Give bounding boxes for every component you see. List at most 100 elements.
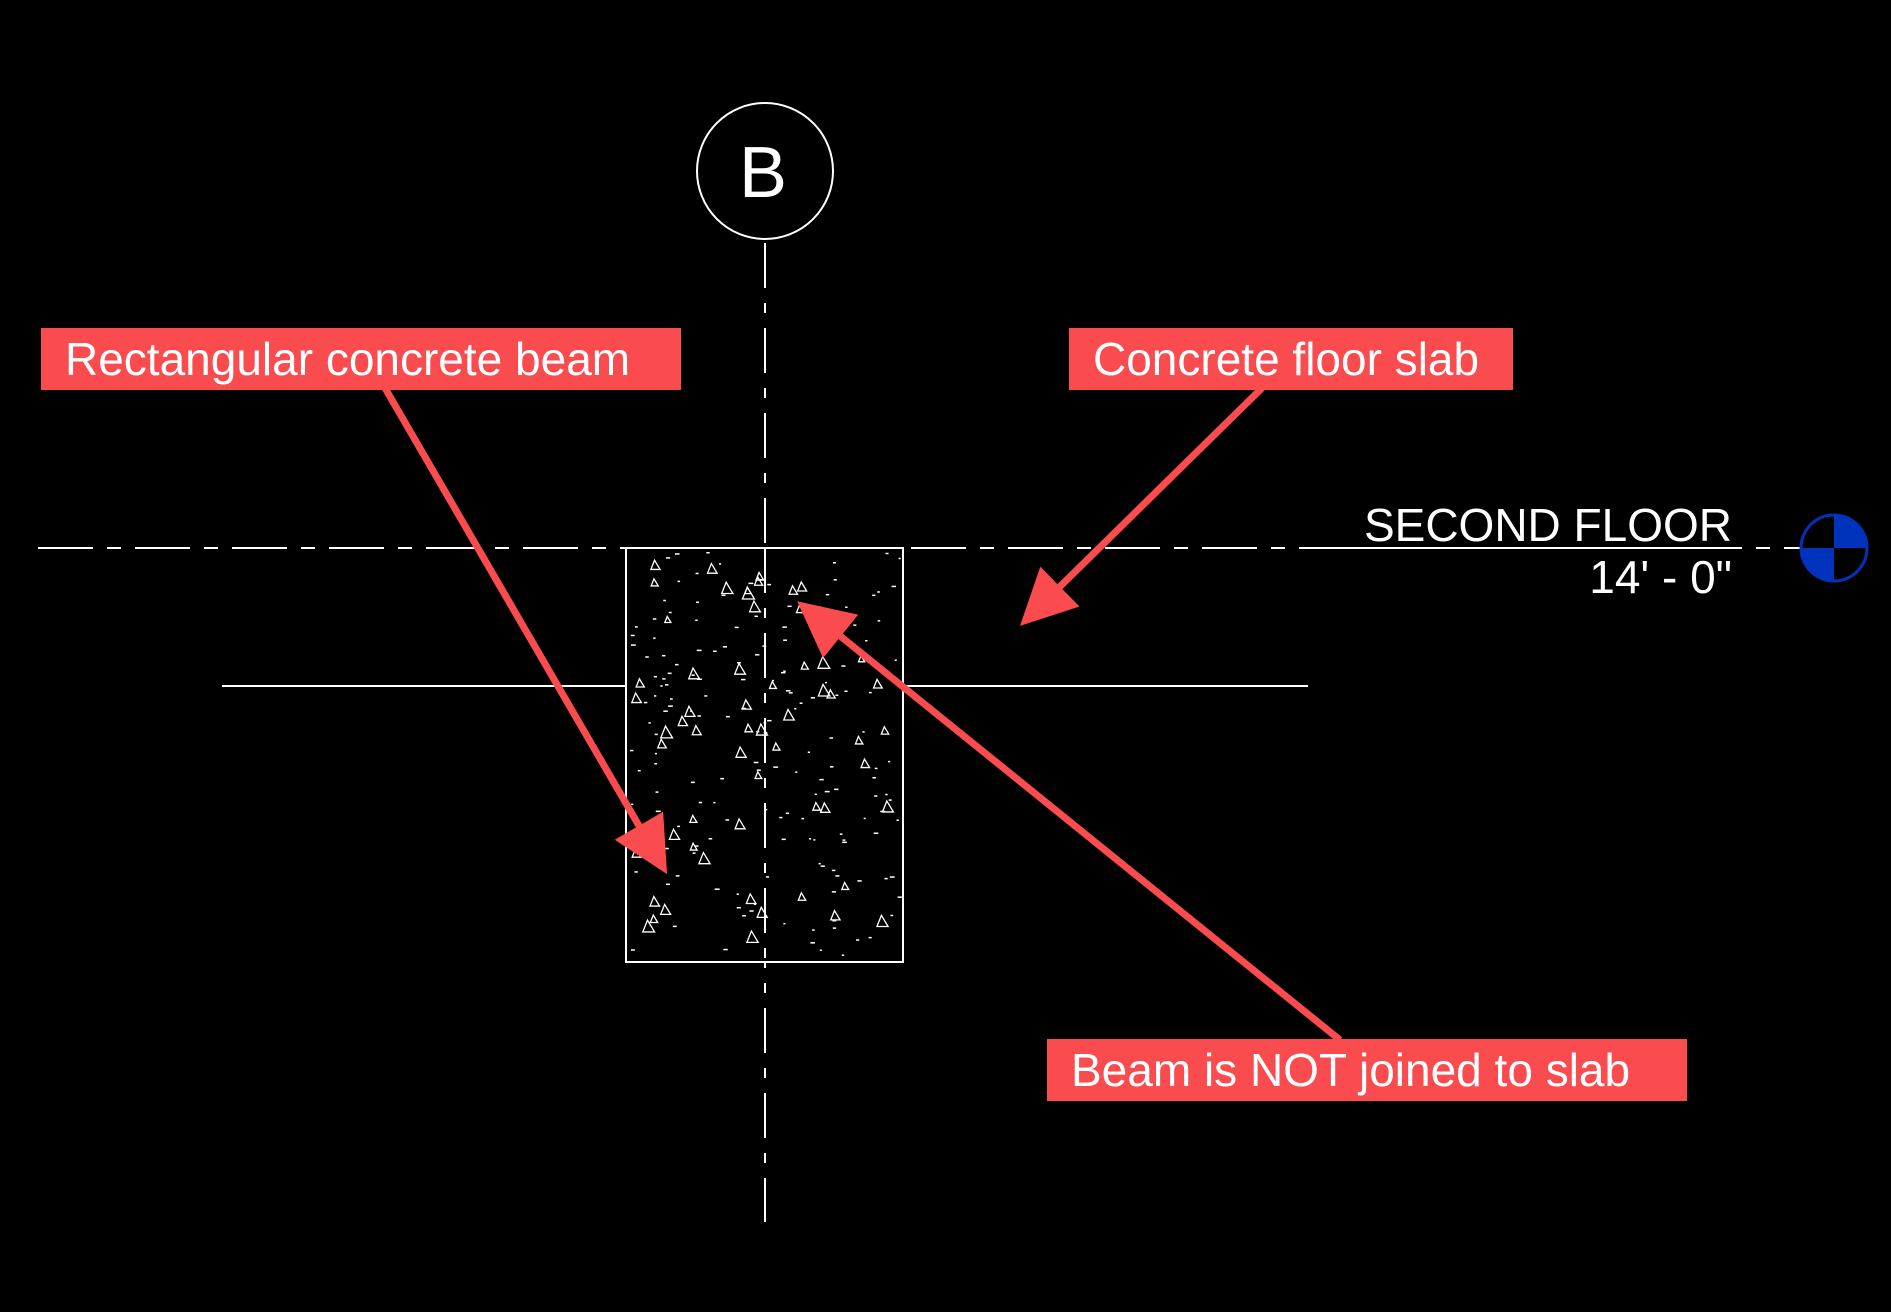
hatch-dot bbox=[749, 910, 754, 912]
hatch-dot bbox=[742, 915, 746, 917]
hatch-dot bbox=[695, 572, 699, 575]
hatch-dot bbox=[759, 578, 763, 581]
hatch-aggregate bbox=[745, 929, 760, 944]
hatch-dot bbox=[809, 838, 812, 840]
hatch-dot bbox=[706, 552, 710, 554]
hatch-aggregate bbox=[659, 724, 674, 739]
hatch-dot bbox=[690, 781, 695, 784]
hatch-dot bbox=[781, 838, 786, 841]
hatch-aggregate bbox=[656, 737, 668, 749]
hatch-dot bbox=[755, 654, 760, 656]
hatch-aggregate bbox=[630, 691, 643, 704]
hatch-aggregate bbox=[649, 558, 662, 571]
hatch-dot bbox=[835, 875, 840, 877]
hatch-dot bbox=[872, 776, 876, 779]
join-callout-arrow bbox=[797, 601, 1343, 1043]
level-elevation: 14' - 0" bbox=[1589, 551, 1732, 603]
hatch-aggregate bbox=[797, 891, 807, 901]
hatch-dot bbox=[824, 790, 830, 793]
hatch-dot bbox=[877, 591, 880, 593]
hatch-dot bbox=[695, 601, 699, 604]
hatch-dot bbox=[736, 893, 739, 895]
hatch-dot bbox=[663, 599, 666, 602]
hatch-dot bbox=[634, 871, 638, 873]
hatch-dot bbox=[865, 639, 868, 642]
hatch-dot bbox=[839, 833, 843, 835]
hatch-dot bbox=[818, 862, 821, 865]
hatch-dot bbox=[877, 620, 881, 622]
hatch-aggregate bbox=[872, 677, 884, 689]
level-head-icon bbox=[1799, 513, 1869, 583]
hatch-dot bbox=[692, 852, 696, 854]
hatch-dot bbox=[845, 606, 848, 608]
hatch-dot bbox=[737, 661, 741, 664]
hatch-dot bbox=[675, 875, 680, 877]
hatch-dot bbox=[862, 731, 865, 733]
hatch-dot bbox=[655, 791, 659, 793]
hatch-dot bbox=[721, 594, 726, 597]
hatch-dot bbox=[722, 646, 728, 648]
hatch-dot bbox=[810, 697, 815, 699]
hatch-dot bbox=[841, 954, 845, 956]
beam-callout-arrow bbox=[381, 386, 668, 875]
hatch-aggregate bbox=[854, 735, 865, 745]
hatch-dot bbox=[894, 659, 897, 661]
hatch-aggregate bbox=[649, 913, 659, 924]
hatch-dot bbox=[824, 681, 828, 684]
hatch-aggregate bbox=[743, 722, 754, 733]
hatch-aggregate bbox=[817, 682, 832, 697]
hatch-dot bbox=[832, 562, 836, 564]
hatch-aggregate bbox=[735, 745, 748, 758]
hatch-aggregate bbox=[733, 662, 747, 675]
hatch-aggregate bbox=[741, 698, 753, 710]
hatch-dot bbox=[767, 719, 772, 722]
hatch-dot bbox=[713, 650, 717, 653]
hatch-aggregate bbox=[880, 725, 890, 735]
hatch-dot bbox=[884, 877, 888, 880]
hatch-dot bbox=[873, 832, 879, 834]
hatch-dot bbox=[831, 891, 837, 893]
hatch-dot bbox=[880, 810, 886, 813]
hatch-dot bbox=[631, 949, 635, 951]
hatch-aggregate bbox=[840, 881, 850, 891]
hatch-dot bbox=[655, 810, 661, 813]
hatch-dot bbox=[834, 788, 839, 791]
hatch-dot bbox=[844, 690, 848, 693]
hatch-dot bbox=[801, 817, 804, 820]
hatch-dot bbox=[814, 793, 817, 796]
hatch-dot bbox=[634, 626, 638, 628]
hatch-dot bbox=[813, 839, 816, 841]
hatch-dot bbox=[825, 593, 830, 596]
hatch-dot bbox=[725, 715, 730, 718]
hatch-dot bbox=[664, 847, 669, 850]
hatch-aggregate bbox=[649, 895, 661, 907]
hatch-aggregate bbox=[875, 913, 890, 928]
hatch-dot bbox=[794, 708, 797, 710]
hatch-dot bbox=[771, 679, 775, 682]
hatch-dot bbox=[829, 766, 834, 768]
hatch-dot bbox=[654, 733, 658, 736]
hatch-dot bbox=[783, 639, 787, 641]
hatch-aggregate bbox=[663, 615, 672, 624]
hatch-aggregate bbox=[650, 577, 660, 587]
hatch-dot bbox=[677, 825, 681, 828]
hatch-dot bbox=[764, 808, 768, 811]
hatch-aggregate bbox=[641, 918, 656, 933]
hatch-dot bbox=[807, 751, 811, 753]
hatch-aggregate bbox=[788, 584, 799, 595]
hatch-dot bbox=[630, 749, 634, 752]
hatch-dot bbox=[891, 585, 897, 588]
hatch-aggregate bbox=[659, 902, 672, 916]
hatch-dot bbox=[740, 678, 746, 681]
hatch-dot bbox=[781, 671, 786, 674]
hatch-dot bbox=[748, 582, 754, 585]
hatch-aggregate bbox=[635, 677, 646, 688]
hatch-dot bbox=[696, 649, 702, 652]
hatch-dot bbox=[829, 737, 834, 739]
hatch-dot bbox=[670, 698, 673, 700]
hatch-dot bbox=[863, 817, 866, 820]
hatch-aggregate bbox=[688, 813, 699, 824]
hatch-dot bbox=[783, 922, 786, 925]
hatch-dot bbox=[695, 619, 698, 622]
